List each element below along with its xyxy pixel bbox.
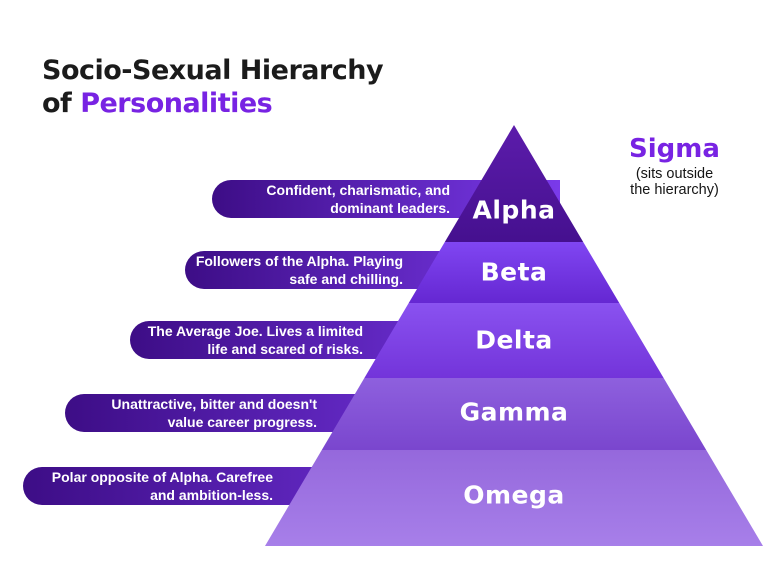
callout-delta-line-1: The Average Joe. Lives a limited	[147, 323, 363, 339]
callout-gamma-line-2: value career progress.	[167, 414, 317, 430]
pyramid-label-gamma: Gamma	[459, 397, 569, 427]
pyramid-label-omega: Omega	[463, 480, 565, 510]
callout-alpha-line-2: dominant leaders.	[330, 200, 450, 216]
sigma-annotation: Sigma (sits outside the hierarchy)	[592, 134, 757, 198]
callout-delta-line-2: life and scared of risks.	[207, 341, 363, 357]
title-line-2-prefix: of	[42, 88, 81, 119]
title-line-1: Socio-Sexual Hierarchy	[42, 55, 384, 86]
pyramid-level-omega	[265, 450, 763, 546]
callout-beta-line-1: Followers of the Alpha. Playing	[195, 253, 403, 269]
callout-alpha-line-1: Confident, charismatic, and	[266, 182, 450, 198]
callout-omega-line-1: Polar opposite of Alpha. Carefree	[51, 469, 273, 485]
page-title: Socio-Sexual Hierarchy of Personalities	[42, 54, 384, 120]
callout-omega-line-2: and ambition-less.	[150, 487, 273, 503]
callout-gamma-line-1: Unattractive, bitter and doesn't	[111, 396, 317, 412]
sigma-note-line-2: the hierarchy)	[630, 182, 719, 198]
pyramid-label-beta: Beta	[480, 257, 548, 287]
pyramid-label-alpha: Alpha	[472, 195, 556, 225]
pyramid-label-delta: Delta	[475, 325, 553, 355]
sigma-note: (sits outside the hierarchy)	[592, 166, 757, 198]
sigma-note-line-1: (sits outside	[635, 166, 714, 182]
title-line-2-highlight: Personalities	[80, 88, 273, 119]
callout-beta-line-2: safe and chilling.	[289, 271, 403, 287]
sigma-label: Sigma	[629, 134, 720, 164]
